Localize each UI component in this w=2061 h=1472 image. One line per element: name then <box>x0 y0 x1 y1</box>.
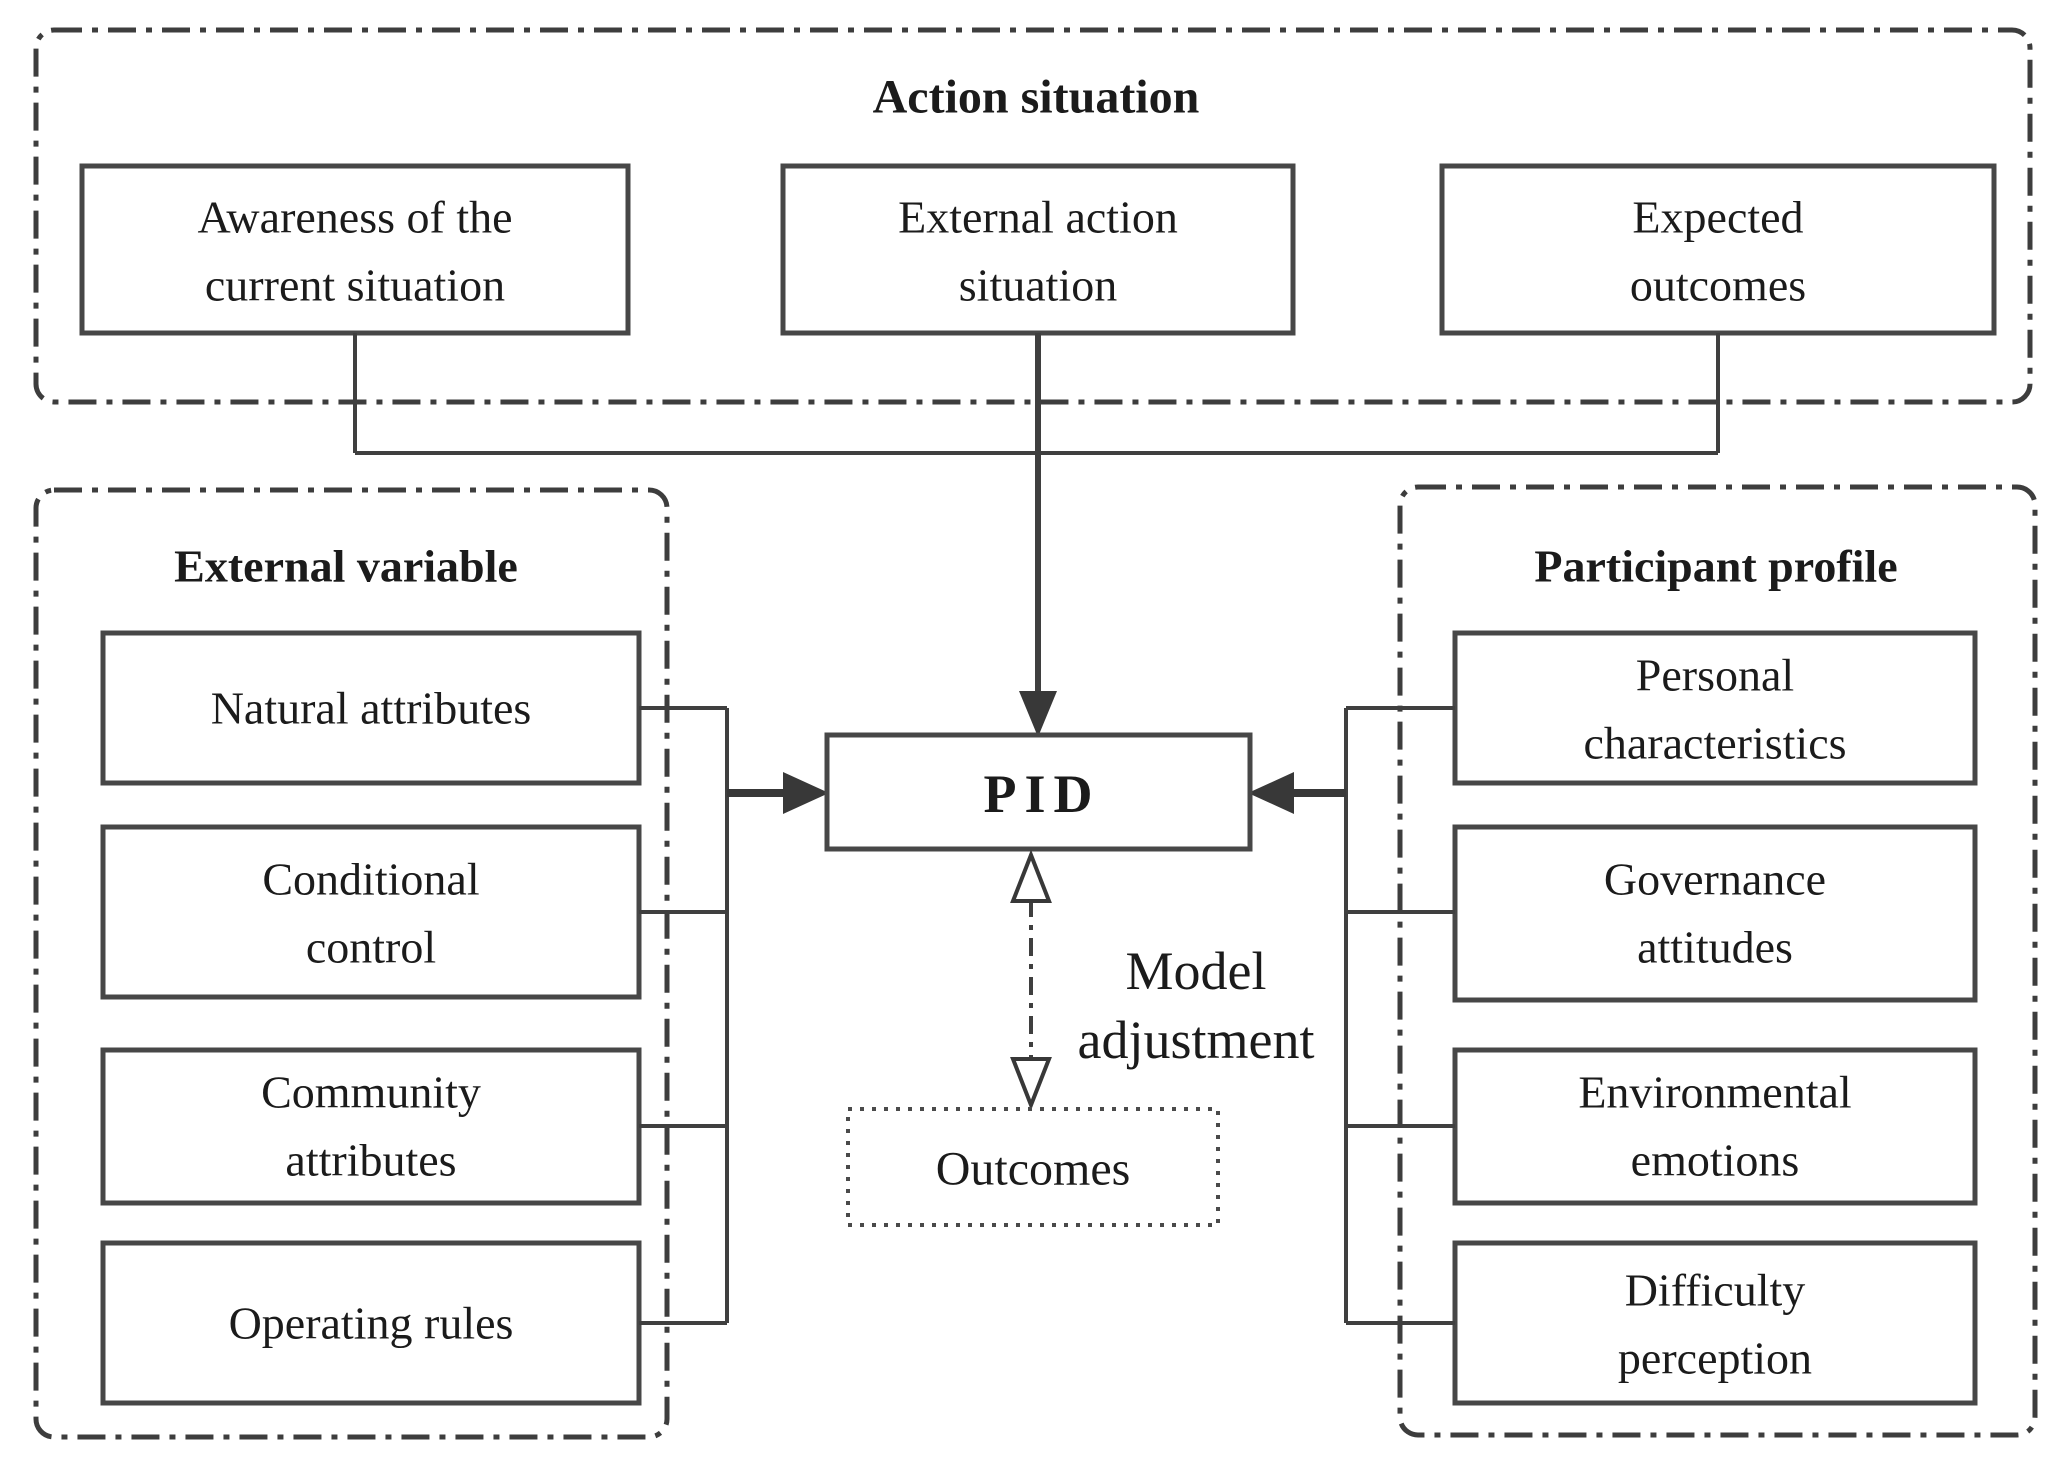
outcomes-box <box>846 1107 1220 1227</box>
participant-profile-connectors <box>1248 706 1455 1325</box>
community-attributes-label-line2: attributes <box>285 1135 456 1186</box>
operating-rules-box <box>100 1240 642 1406</box>
awareness-box <box>79 163 631 336</box>
action-situation-connectors <box>353 333 1720 737</box>
action-situation-container-border <box>33 27 2033 405</box>
personal-characteristics-label-line2: characteristics <box>1583 718 1846 769</box>
participant-profile-container-border <box>1397 484 2038 1438</box>
awareness-label-line2: current situation <box>205 260 505 311</box>
pid-label: PID <box>984 764 1101 824</box>
external-variable-title: External variable <box>174 541 518 592</box>
left-bus-line <box>639 706 729 1325</box>
conditional-control-label-line2: control <box>306 922 436 973</box>
external-variable-container-border <box>33 487 670 1440</box>
model-adjustment-label-line1: Model <box>1126 941 1267 1001</box>
governance-attitudes-box <box>1452 824 1978 1003</box>
external-variable-group: External variable Natural attributes Con… <box>33 487 670 1440</box>
environmental-emotions-box <box>1452 1047 1978 1206</box>
external-variable-connectors <box>639 706 829 1325</box>
hollow-arrowhead-down <box>1010 1057 1052 1111</box>
natural-attributes-label: Natural attributes <box>211 683 532 734</box>
expected-outcomes-label-line2: outcomes <box>1630 260 1806 311</box>
conditional-control-label-line1: Conditional <box>262 854 479 905</box>
center-group: PID Model adjustment Outcomes <box>824 732 1315 1227</box>
environmental-emotions-label-line1: Environmental <box>1578 1067 1851 1118</box>
personal-characteristics-label-line1: Personal <box>1636 650 1794 701</box>
model-adjustment-label-line2: adjustment <box>1078 1010 1315 1070</box>
difficulty-perception-box <box>1452 1240 1978 1406</box>
awareness-label-line1: Awareness of the <box>197 192 512 243</box>
arrowhead-into-pid-right <box>1248 772 1294 814</box>
expected-outcomes-label-line1: Expected <box>1632 192 1803 243</box>
external-action-box <box>780 163 1296 336</box>
personal-characteristics-box <box>1452 630 1978 786</box>
outcomes-label: Outcomes <box>936 1143 1131 1196</box>
arrowhead-into-pid-top <box>1019 691 1057 737</box>
community-attributes-box <box>100 1047 642 1206</box>
governance-attitudes-label-line2: attitudes <box>1637 922 1793 973</box>
operating-rules-label: Operating rules <box>229 1298 514 1349</box>
community-attributes-label-line1: Community <box>261 1067 481 1118</box>
action-situation-group: Action situation Awareness of the curren… <box>33 27 2033 405</box>
pid-box <box>824 732 1253 852</box>
difficulty-perception-label-line2: perception <box>1618 1333 1812 1384</box>
difficulty-perception-label-line1: Difficulty <box>1625 1265 1806 1316</box>
governance-attitudes-label-line1: Governance <box>1604 854 1826 905</box>
participant-profile-group: Participant profile Personal characteris… <box>1397 484 2038 1438</box>
participant-profile-title: Participant profile <box>1534 541 1897 592</box>
action-situation-title: Action situation <box>873 71 1200 124</box>
arrowhead-into-pid-left <box>783 772 829 814</box>
external-action-label-line1: External action <box>898 192 1178 243</box>
environmental-emotions-label-line2: emotions <box>1631 1135 1800 1186</box>
external-action-label-line2: situation <box>959 260 1117 311</box>
conditional-control-box <box>100 824 642 1000</box>
hollow-arrowhead-up <box>1010 849 1052 903</box>
right-bus-line <box>1344 706 1455 1325</box>
